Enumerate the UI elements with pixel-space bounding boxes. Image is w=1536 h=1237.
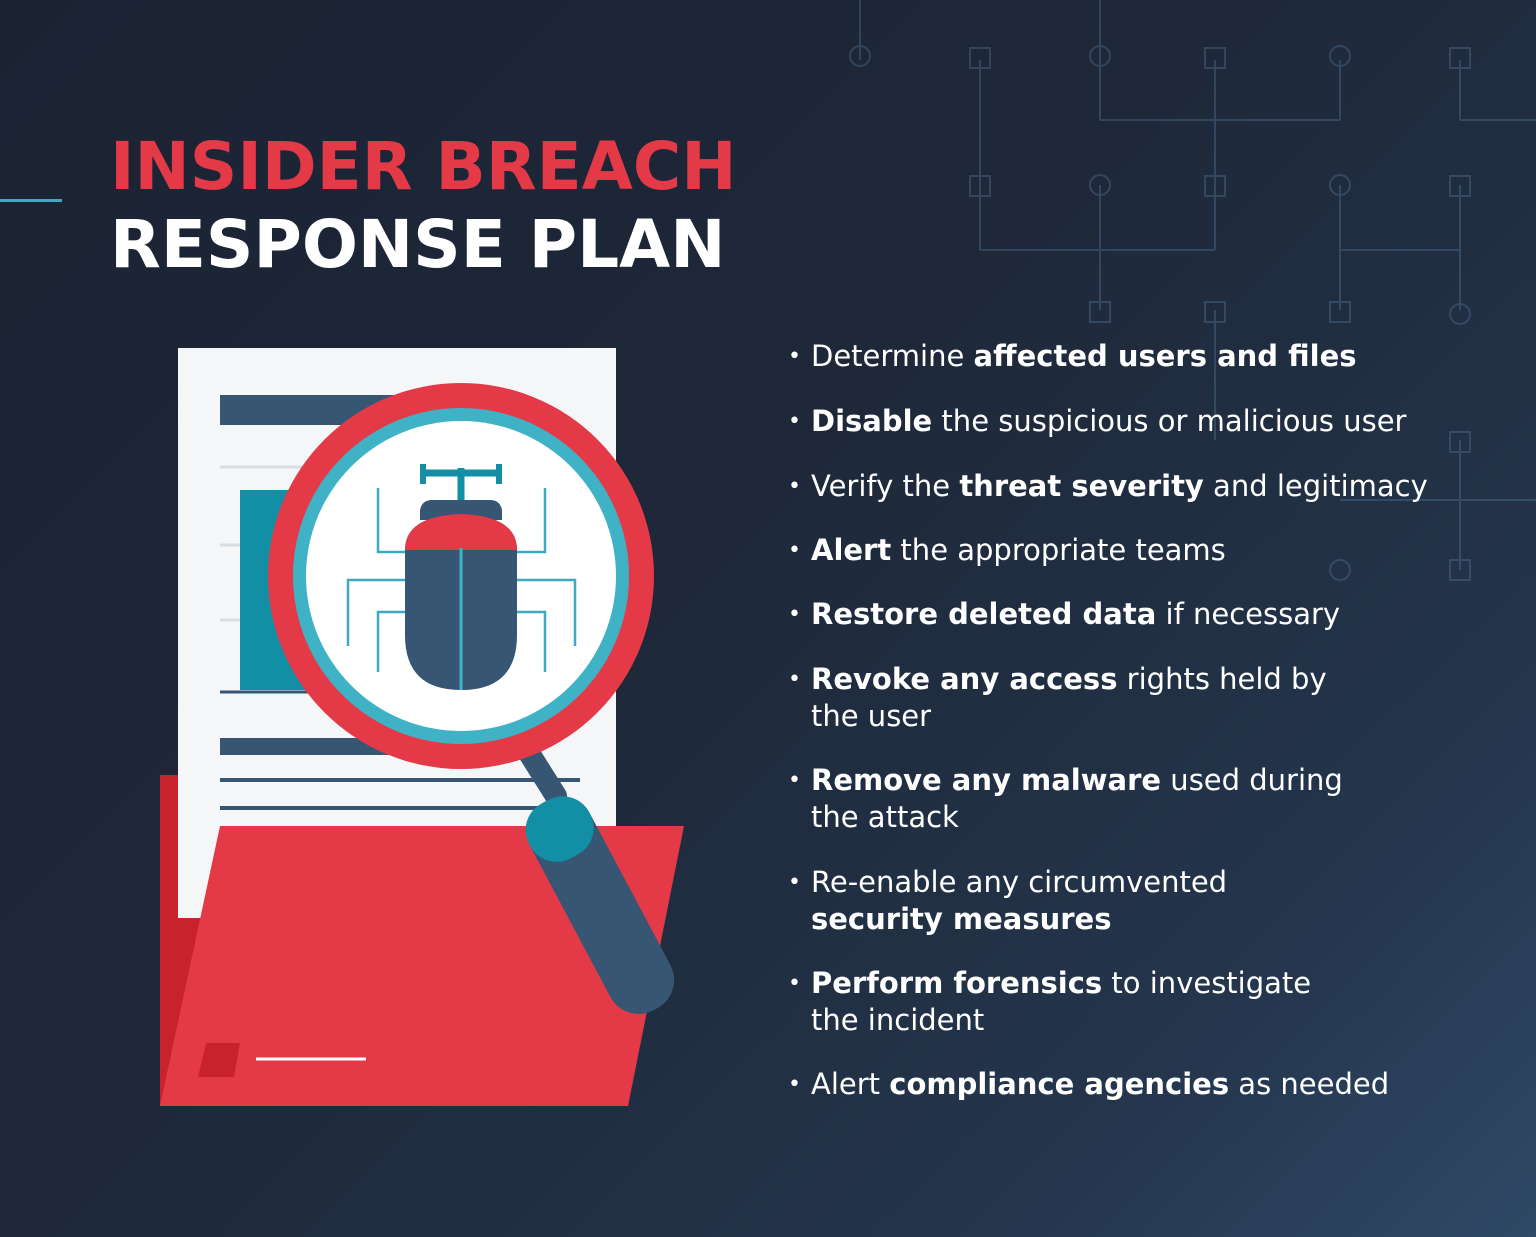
step-text-post: used during the attack [811,763,1343,834]
step-text-post: if necessary [1156,597,1341,631]
title-line-1: INSIDER BREACH [110,128,737,205]
step-text-pre: Verify the [811,469,960,503]
bullet-icon: • [788,768,801,793]
page-title: INSIDER BREACH RESPONSE PLAN [110,128,737,284]
step-text-pre: Determine [811,339,974,373]
bullet-icon: • [788,344,801,369]
list-item: • Re-enable any circumvented security mea… [788,864,1227,938]
step-text-pre: Re-enable any circumvented [811,865,1228,899]
folder-front [160,826,684,1106]
list-item: • Verify the threat severity and legitima… [788,468,1428,505]
step-text-post: rights held by the user [811,662,1327,733]
step-text-post: the appropriate teams [891,533,1226,567]
step-text-bold: affected users and files [973,339,1357,373]
bullet-icon: • [788,870,801,895]
step-text-bold: security measures [811,902,1112,936]
step-text-bold: Alert [811,533,892,567]
step-text-bold: compliance agencies [889,1067,1230,1101]
list-item: • Alert compliance agencies as needed [788,1066,1389,1103]
list-item: • Disable the suspicious or malicious use… [788,403,1407,440]
folder-label-icon [198,1043,240,1077]
bug-icon [346,464,577,690]
list-item: • Alert the appropriate teams [788,532,1226,569]
step-text-pre: Alert [811,1067,890,1101]
breach-illustration [160,348,684,1106]
bullet-icon: • [788,538,801,563]
bullet-icon: • [788,409,801,434]
step-text-bold: Restore deleted data [811,597,1157,631]
bullet-icon: • [788,602,801,627]
step-text-bold: threat severity [959,469,1204,503]
bullet-icon: • [788,1072,801,1097]
step-text-bold: Perform forensics [811,966,1103,1000]
step-text-bold: Disable [811,404,933,438]
step-text-post: and legitimacy [1203,469,1428,503]
step-text-bold: Revoke any access [811,662,1118,696]
list-item: • Perform forensics to investigate the in… [788,965,1311,1039]
title-line-2: RESPONSE PLAN [110,206,726,283]
list-item: • Remove any malware used during the atta… [788,762,1343,836]
step-text-post: to investigate the incident [811,966,1312,1037]
accent-line [0,199,62,202]
list-item: • Revoke any access rights held by the us… [788,661,1327,735]
list-item: • Determine affected users and files [788,338,1357,375]
list-item: • Restore deleted data if necessary [788,596,1340,633]
bullet-icon: • [788,667,801,692]
bullet-icon: • [788,474,801,499]
step-text-bold: Remove any malware [811,763,1162,797]
step-text-post: the suspicious or malicious user [932,404,1407,438]
bullet-icon: • [788,971,801,996]
step-text-post: as needed [1229,1067,1390,1101]
